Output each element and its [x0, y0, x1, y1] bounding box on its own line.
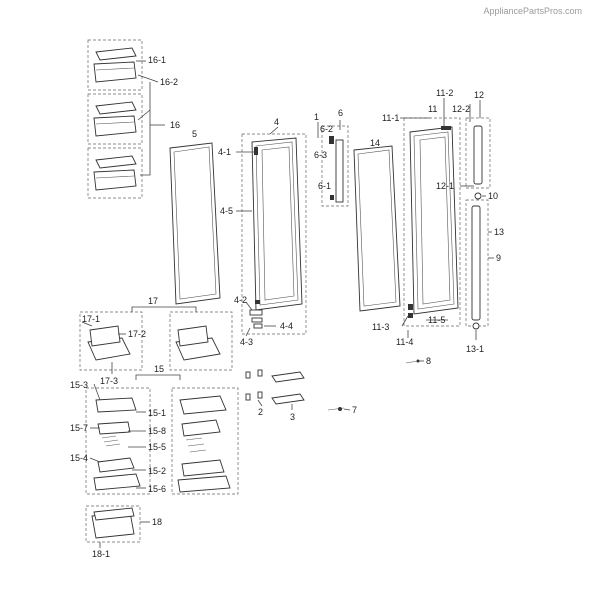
callout-15-2: 15-2	[148, 466, 166, 476]
door-bin-16-2[interactable]	[93, 101, 137, 137]
callout-18: 18	[152, 517, 162, 527]
callout-15-3: 15-3	[70, 380, 88, 390]
callout-16-2: 16-2	[160, 77, 178, 87]
shelf-assembly-17-left[interactable]	[79, 311, 143, 371]
callout-4-5: 4-5	[220, 206, 233, 216]
callout-9: 9	[496, 253, 501, 263]
callout-5: 5	[192, 129, 197, 139]
callout-11-3: 11-3	[372, 322, 389, 332]
door-assembly-4[interactable]	[241, 133, 307, 335]
callout-4-1: 4-1	[218, 147, 231, 157]
callout-15-8: 15-8	[148, 426, 166, 436]
callout-15: 15	[154, 364, 164, 374]
shelf-assembly-15-right[interactable]	[171, 387, 239, 495]
door-handle-6[interactable]	[321, 125, 349, 207]
callout-4: 4	[274, 117, 279, 127]
screw-8[interactable]	[405, 359, 420, 364]
callout-11-5: 11-5	[428, 315, 445, 325]
door-bin-group-16	[87, 39, 165, 199]
callout-6-3: 6-3	[314, 150, 327, 160]
door-gasket-14[interactable]	[353, 145, 401, 312]
callout-4-4: 4-4	[280, 321, 293, 331]
door-gasket-5[interactable]	[169, 142, 221, 305]
callout-13: 13	[494, 227, 504, 237]
callout-15-7: 15-7	[70, 423, 88, 433]
watermark-text: AppliancePartsPros.com	[483, 6, 582, 16]
screw-7[interactable]	[327, 407, 345, 411]
callout-11-1: 11-1	[382, 113, 399, 123]
callout-15-4: 15-4	[70, 453, 88, 463]
callout-17: 17	[148, 296, 158, 306]
callout-11-2: 11-2	[436, 88, 453, 98]
callout-1: 1	[314, 112, 319, 122]
door-handle-13[interactable]	[465, 199, 489, 330]
door-handle-12[interactable]	[465, 117, 491, 189]
callout-2: 2	[258, 407, 263, 417]
handle-cap-10[interactable]	[474, 192, 482, 200]
callout-12: 12	[474, 90, 484, 100]
callout-17-1: 17-1	[82, 314, 100, 324]
callout-17-3: 17-3	[100, 376, 118, 386]
callout-6-2: 6-2	[320, 124, 333, 134]
door-bin-16-1[interactable]	[93, 47, 137, 83]
hinge-2[interactable]	[245, 369, 263, 401]
door-assembly-11[interactable]	[403, 117, 461, 327]
callout-6: 6	[338, 108, 343, 118]
callout-4-3: 4-3	[240, 337, 253, 347]
callout-17-2: 17-2	[128, 329, 146, 339]
bin-18[interactable]	[85, 505, 141, 543]
hinge-3[interactable]	[271, 371, 305, 405]
callout-16: 16	[170, 120, 180, 130]
callout-12-2: 12-2	[452, 104, 470, 114]
callout-14: 14	[370, 138, 380, 148]
door-bin-16-3[interactable]	[93, 155, 137, 191]
callout-13-1: 13-1	[466, 344, 484, 354]
callout-15-6: 15-6	[148, 484, 166, 494]
callout-12-1: 12-1	[436, 181, 454, 191]
shelf-assembly-17-right[interactable]	[169, 311, 233, 371]
callout-11: 11	[428, 104, 437, 114]
callout-16-1: 16-1	[148, 55, 166, 65]
callout-7: 7	[352, 405, 357, 415]
callout-3: 3	[290, 412, 295, 422]
callout-11-4: 11-4	[396, 337, 413, 347]
callout-15-1: 15-1	[148, 408, 166, 418]
callout-18-1: 18-1	[92, 549, 110, 559]
callout-4-2: 4-2	[234, 295, 247, 305]
callout-6-1: 6-1	[318, 181, 331, 191]
callout-10: 10	[488, 191, 498, 201]
callout-15-5: 15-5	[148, 442, 166, 452]
callout-8: 8	[426, 356, 431, 366]
shelf-assembly-15-left[interactable]	[85, 387, 151, 495]
door-hinge-4-2[interactable]	[249, 309, 263, 329]
